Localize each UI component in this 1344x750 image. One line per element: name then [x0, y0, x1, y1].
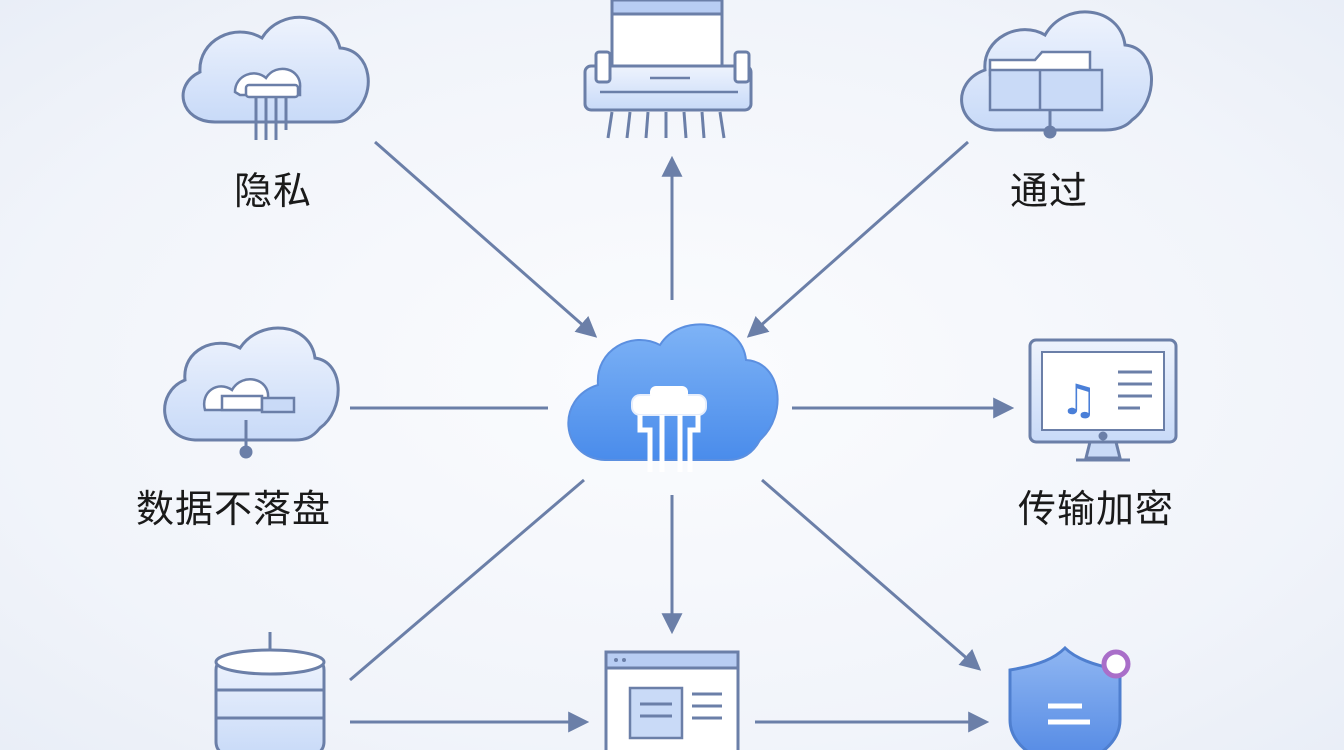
- music-monitor-icon: ♫: [1028, 338, 1178, 462]
- cloud-hub-icon: [567, 323, 779, 472]
- cloud-connect-icon: [163, 326, 340, 459]
- shield-icon: [1008, 645, 1131, 750]
- arrow-privacy-to-center: [374, 140, 598, 338]
- line-center-to-database: [349, 478, 585, 682]
- database-icon: [214, 632, 326, 750]
- transfer-encrypt-label: 传输加密: [1018, 487, 1175, 531]
- arrow-pass-to-center: [746, 140, 969, 338]
- cloud-download-icon: [181, 15, 370, 140]
- shredder-icon: [583, 0, 753, 139]
- privacy-label: 隐私: [234, 169, 313, 213]
- cloud-folder-icon: [960, 10, 1153, 139]
- no-persist-label: 数据不落盘: [136, 487, 332, 531]
- notification-badge-icon: [1101, 649, 1131, 679]
- browser-window-icon: [604, 650, 740, 750]
- svg-text:♫: ♫: [1060, 375, 1098, 424]
- pass-label: 通过: [1010, 169, 1089, 213]
- arrow-center-to-shield: [761, 478, 982, 671]
- connectors: [349, 140, 1015, 733]
